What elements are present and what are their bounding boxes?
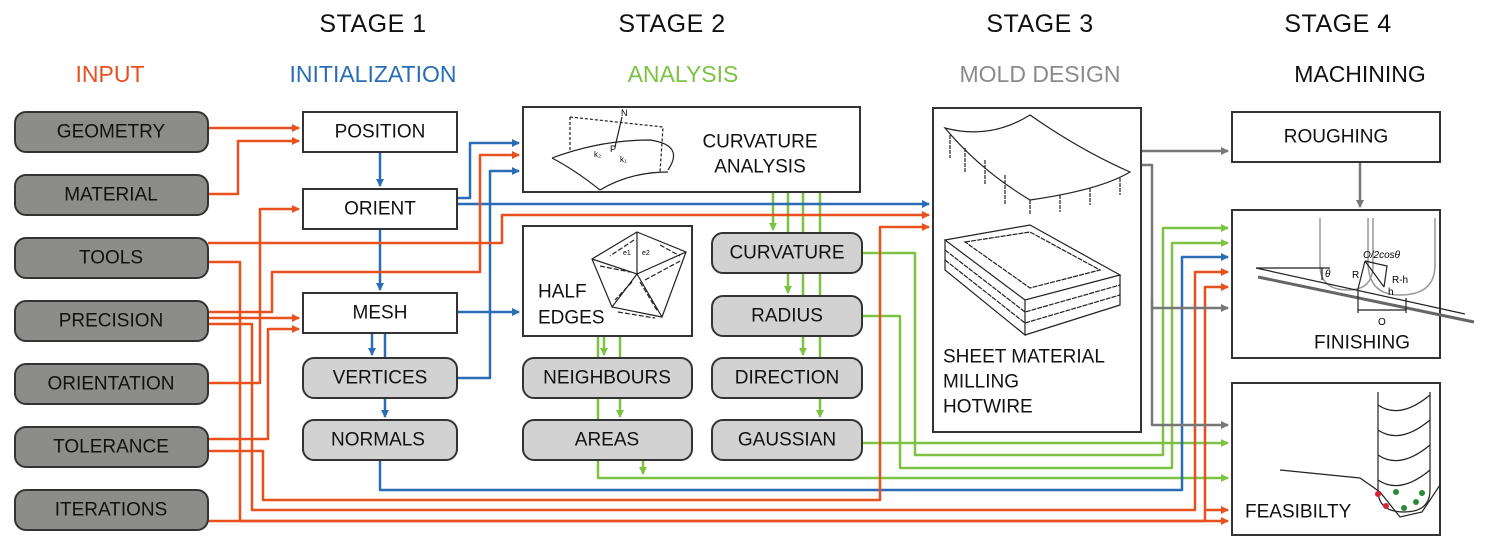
node-vertices	[302, 357, 458, 399]
mold-method-sheet-material: SHEET MATERIAL	[943, 347, 1105, 368]
half-edge-mesh-figure: e1 e2	[591, 231, 687, 319]
connector-iterations-finishing	[208, 283, 1229, 523]
stage-1-title: STAGE 1	[319, 10, 426, 38]
node-radius-label: RADIUS	[751, 306, 823, 327]
fig-k1-label: k₁	[620, 155, 627, 164]
node-direction-label: DIRECTION	[735, 368, 840, 389]
node-curvature-analysis-label-2: ANALYSIS	[714, 157, 806, 178]
connectors	[208, 124, 1364, 525]
input-orientation-label: ORIENTATION	[47, 374, 174, 395]
stage-3-title: STAGE 3	[986, 10, 1093, 38]
node-vertices-label: VERTICES	[333, 368, 428, 389]
input-precision-label: PRECISION	[59, 311, 164, 332]
connector-normals-finishing	[378, 253, 1229, 492]
input-tools-label: TOOLS	[79, 248, 143, 269]
mold-design-heading: MOLD DESIGN	[959, 61, 1120, 87]
node-mesh-label: MESH	[353, 303, 408, 324]
node-neighbours-label: NEIGHBOURS	[543, 368, 671, 389]
node-roughing	[1231, 111, 1441, 163]
input-iterations-label: ITERATIONS	[55, 500, 168, 521]
fig-e1-label: e1	[623, 250, 631, 257]
input-iterations	[14, 489, 209, 531]
node-radius	[711, 295, 863, 337]
mold-method-hotwire: HOTWIRE	[943, 397, 1033, 418]
connector-tolerance-mesh	[208, 325, 300, 441]
node-gaussian	[711, 419, 863, 461]
fig-o2cos-label: O/2cosθ	[1363, 250, 1401, 261]
node-areas	[522, 419, 693, 461]
input-column: GEOMETRY MATERIAL TOOLS PRECISION ORIENT…	[14, 111, 209, 531]
node-mold-design	[932, 107, 1142, 433]
node-orient	[302, 188, 458, 230]
connector-precision-finishing	[208, 268, 1229, 512]
initialization-heading: INITIALIZATION	[290, 61, 457, 87]
node-gaussian-label: GAUSSIAN	[738, 430, 836, 451]
connector-orient-curvature-analysis	[457, 139, 520, 200]
connector-precision-curvature-analysis	[208, 151, 520, 314]
input-material-label: MATERIAL	[64, 185, 158, 206]
fig-rh-label: R-h	[1392, 275, 1408, 286]
fig-point-label: P	[610, 144, 616, 154]
node-finishing-label: FINISHING	[1314, 333, 1410, 354]
surface-curvature-figure: N P k₂ k₁	[551, 108, 675, 191]
fig-o-label: O	[1378, 317, 1386, 328]
node-feasibility-label: FEASIBILTY	[1245, 502, 1352, 523]
stage-4-title: STAGE 4	[1284, 10, 1391, 38]
machining-heading: MACHINING	[1294, 61, 1426, 87]
fig-normal-label: N	[621, 108, 628, 118]
node-half-edges-label-1: HALF	[538, 282, 587, 303]
connector-tools-mold	[208, 211, 930, 245]
connector-orientation-orient	[208, 205, 300, 385]
node-half-edges-label-2: EDGES	[538, 308, 605, 329]
input-material	[14, 174, 209, 216]
node-half-edges	[522, 225, 693, 337]
node-curvature-analysis-label-1: CURVATURE	[702, 132, 817, 153]
input-geometry	[14, 111, 209, 153]
input-tools	[14, 237, 209, 279]
node-normals	[302, 419, 458, 461]
mold-sketch-figure	[943, 114, 1132, 337]
feasibility-endmill-figure	[1279, 392, 1441, 518]
node-neighbours	[522, 357, 693, 399]
node-position-label: POSITION	[335, 122, 426, 143]
stage-2-nodes: N P k₂ k₁ CURVATURE ANALYSIS e1 e2 HALF …	[522, 106, 863, 461]
connector-mold-finishing	[1141, 163, 1229, 312]
node-mesh	[302, 292, 458, 334]
node-position	[302, 111, 458, 153]
node-finishing	[1231, 209, 1441, 359]
input-orientation	[14, 363, 209, 405]
connector-tolerance-mold	[208, 223, 930, 502]
connector-curvature-finishing	[862, 224, 1229, 457]
fig-theta-label: θ	[1325, 269, 1331, 280]
analysis-heading: ANALYSIS	[628, 61, 739, 87]
finishing-tool-figure: O/2cosθ R R-h h O θ	[1255, 218, 1475, 328]
mold-method-milling: MILLING	[943, 372, 1019, 393]
node-curvature	[711, 232, 863, 274]
input-heading: INPUT	[76, 61, 145, 87]
node-curvature-label: CURVATURE	[729, 243, 844, 264]
fig-k2-label: k₂	[594, 150, 601, 159]
fig-e2-label: e2	[642, 250, 650, 257]
connector-material-position	[208, 137, 300, 196]
node-areas-label: AREAS	[575, 430, 639, 451]
input-geometry-label: GEOMETRY	[57, 122, 166, 143]
input-precision	[14, 300, 209, 342]
connector-radius-finishing	[862, 239, 1229, 470]
stage-3-node: SHEET MATERIAL MILLING HOTWIRE	[932, 107, 1142, 433]
node-direction	[711, 357, 863, 399]
connector-vertices-curvature-analysis	[457, 167, 520, 380]
node-roughing-label: ROUGHING	[1284, 127, 1389, 148]
stage-1-nodes: POSITION ORIENT MESH VERTICES NORMALS	[302, 111, 458, 461]
node-normals-label: NORMALS	[331, 430, 425, 451]
input-tolerance-label: TOLERANCE	[53, 437, 169, 458]
stage-2-title: STAGE 2	[618, 10, 725, 38]
stage-4-nodes: ROUGHING O/2cosθ R R-h h O θ FINISHING F…	[1231, 111, 1475, 536]
fig-h-label: h	[1388, 287, 1394, 298]
node-orient-label: ORIENT	[344, 199, 416, 220]
fig-r-label: R	[1352, 270, 1359, 281]
connector-mold-feasibility	[1150, 300, 1229, 429]
input-tolerance	[14, 426, 209, 468]
